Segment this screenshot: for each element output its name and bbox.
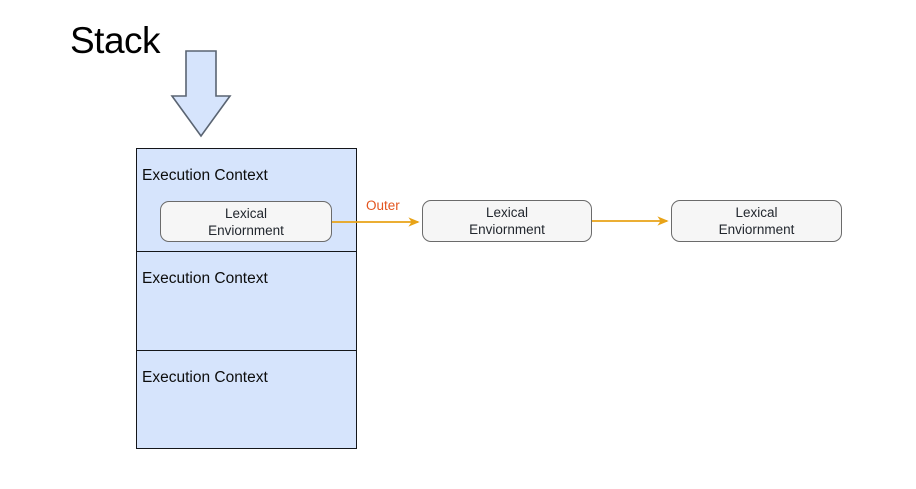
stack-frame: Execution Context xyxy=(137,350,356,448)
execution-context-label: Execution Context xyxy=(142,270,268,287)
lexical-environment-label: Lexical Enviornment xyxy=(718,205,795,237)
down-arrow-shape xyxy=(170,50,232,138)
lexical-environment-box[interactable]: Lexical Enviornment xyxy=(671,200,842,242)
lexical-environment-label: Lexical Enviornment xyxy=(208,205,284,238)
page-title: Stack xyxy=(70,20,161,61)
execution-context-label: Execution Context xyxy=(142,167,268,184)
execution-context-stack: Execution Context Execution Context Exec… xyxy=(136,148,357,449)
down-arrow-icon xyxy=(170,50,232,138)
stack-frame: Execution Context xyxy=(137,149,356,251)
outer-connector-label: Outer xyxy=(366,198,400,213)
execution-context-label: Execution Context xyxy=(142,369,268,386)
lexical-environment-box[interactable]: Lexical Enviornment xyxy=(422,200,592,242)
lexical-environment-box[interactable]: Lexical Enviornment xyxy=(160,201,332,242)
stack-frame: Execution Context xyxy=(137,251,356,350)
lexical-environment-label: Lexical Enviornment xyxy=(469,205,545,237)
